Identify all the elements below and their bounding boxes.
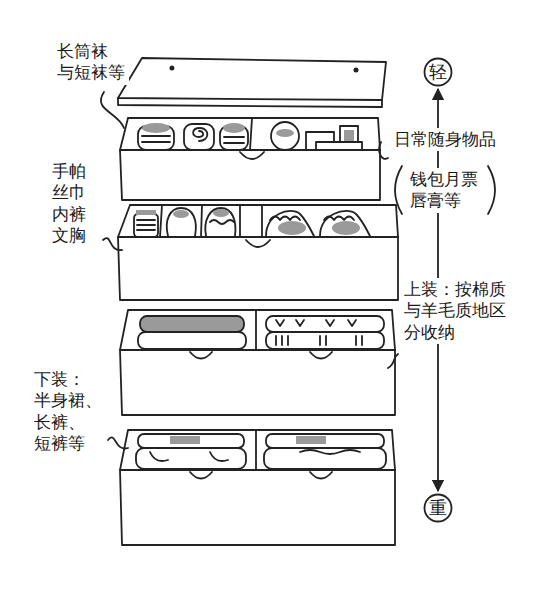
art-stroke (120, 310, 395, 350)
art-stroke (488, 166, 495, 214)
art-stroke (210, 220, 234, 224)
art-stroke (120, 350, 395, 415)
art-stroke (118, 237, 398, 300)
art-stroke (332, 221, 360, 235)
art-stroke (224, 137, 244, 143)
art-stroke (296, 436, 326, 444)
art-stroke (170, 66, 173, 69)
callout-label: 日常随身物品 (392, 128, 500, 151)
leader-hooks (101, 92, 398, 448)
art-stroke (240, 152, 264, 159)
art-stroke (271, 122, 299, 150)
art-stroke (316, 142, 362, 150)
callout-label: 下装： 半身裙、 长裤、 短裤等 (32, 368, 106, 455)
art-stroke (167, 208, 196, 236)
drawer-bottom (120, 430, 395, 545)
weight-text: 轻 (423, 57, 453, 81)
art-stroke (138, 434, 244, 448)
art-stroke (103, 238, 122, 250)
art-stroke (379, 142, 388, 159)
art-stroke (213, 209, 229, 217)
art-stroke (118, 98, 382, 107)
art-stroke (270, 217, 300, 221)
art-stroke (140, 316, 244, 332)
art-stroke (278, 221, 306, 235)
callout-label: 长筒袜 与短袜等 (55, 40, 129, 85)
art-stroke (276, 336, 362, 345)
art-stroke (108, 437, 128, 448)
art-stroke (190, 352, 332, 359)
art-stroke (120, 470, 395, 545)
art-stroke (136, 210, 156, 215)
art-stroke (142, 123, 170, 133)
art-stroke (190, 472, 332, 479)
art-stroke (266, 332, 384, 349)
art-stroke (136, 448, 246, 469)
brackets (395, 166, 495, 214)
art-stroke (120, 150, 380, 200)
drawer-third (120, 310, 395, 415)
art-stroke (266, 211, 314, 236)
art-stroke (134, 214, 158, 237)
callout-label: 钱包月票 唇膏等 (408, 168, 482, 213)
art-stroke (223, 123, 245, 133)
art-stroke (170, 436, 200, 444)
art-stroke (300, 450, 360, 454)
art-stroke (344, 130, 354, 142)
art-stroke (101, 92, 124, 128)
art-stroke (354, 68, 357, 71)
lid (118, 58, 386, 107)
art-stroke (173, 210, 189, 218)
art-stroke (388, 354, 398, 368)
art-stroke (193, 128, 207, 141)
art-stroke (246, 240, 270, 247)
art-stroke (160, 205, 262, 237)
art-stroke (120, 118, 380, 150)
art-stroke (264, 448, 386, 469)
art-stroke (320, 211, 370, 236)
art-stroke (150, 452, 228, 461)
weight-circle: 轻 (423, 57, 453, 87)
art-stroke (118, 58, 386, 100)
callout-label: 上装：按棉质 与羊毛质地区 分收纳 (402, 278, 510, 344)
art-stroke (137, 220, 155, 230)
drawer-second (118, 205, 398, 300)
art-stroke (205, 208, 235, 236)
art-stroke (142, 136, 170, 142)
weight-circle: 重 (423, 493, 453, 523)
weight-text: 重 (423, 493, 453, 517)
art-stroke (118, 205, 398, 237)
art-stroke (276, 129, 294, 137)
art-stroke (266, 434, 384, 448)
art-stroke (266, 316, 384, 332)
art-stroke (120, 430, 395, 470)
art-stroke (276, 320, 356, 326)
art-stroke (184, 124, 214, 150)
art-stroke (395, 166, 402, 214)
art-stroke (138, 332, 246, 349)
callout-label: 手帕 丝巾 内裤 文胸 (50, 160, 90, 247)
art-stroke (324, 217, 354, 221)
drawer-top (120, 118, 380, 200)
